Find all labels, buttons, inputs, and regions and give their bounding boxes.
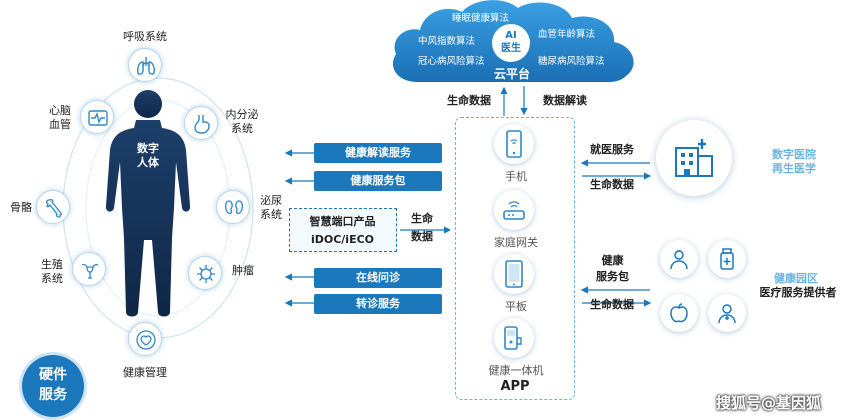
digital-human-label: 数字 人体 (137, 142, 159, 169)
medical-service-label: 就医服务 (590, 143, 634, 156)
human-silhouette-icon (105, 90, 191, 317)
health-kiosk-icon (504, 326, 522, 350)
hardware-service-badge[interactable]: 硬件 服务 (22, 355, 84, 417)
device-tablet[interactable] (494, 254, 534, 294)
organ-label-tumor: 肿瘤 (232, 264, 254, 277)
organ-cardio[interactable] (80, 100, 114, 134)
device-phone-label: 手机 (505, 170, 527, 183)
life-data-label: 生命 数据 (411, 212, 433, 243)
organ-bone[interactable] (36, 190, 70, 224)
referral-service-button[interactable]: 转诊服务 (314, 294, 442, 314)
cloud-up-label: 生命数据 (447, 94, 491, 107)
apple-icon (670, 303, 688, 323)
cloud-platform-label: 云平台 (493, 67, 530, 81)
digital-hospital-circle[interactable] (656, 120, 732, 196)
medicine-bottle-icon (720, 248, 734, 270)
doctor-icon (670, 250, 688, 270)
stomach-icon (194, 115, 210, 134)
heartbeat-icon (88, 110, 108, 126)
kidney-icon (224, 200, 244, 215)
smart-port-sub: iDOC/iECO (310, 233, 375, 246)
virus-icon (197, 265, 215, 283)
algo-diabetes: 糖尿病风险算法 (538, 56, 605, 67)
organ-label-respiratory: 呼吸系统 (123, 30, 167, 43)
organ-health[interactable] (128, 322, 162, 356)
right-life-data-2: 生命数据 (590, 298, 634, 311)
organ-label-bone: 骨骼 (10, 201, 32, 214)
cloud-down-label: 数据解读 (543, 94, 587, 107)
device-kiosk-label: 健康一体机 (488, 364, 544, 377)
right-arrows (580, 159, 652, 307)
algo-sleep: 睡眠健康算法 (452, 13, 510, 24)
algo-stroke: 中风指数算法 (418, 36, 476, 47)
bone-icon (45, 198, 63, 218)
hardware-service-label: 硬件 服务 (39, 367, 67, 403)
provider-pharmacy[interactable] (708, 240, 746, 278)
device-gateway-label: 家庭网关 (494, 236, 538, 249)
caregiver-icon (718, 304, 736, 324)
cloud-arrows (500, 86, 528, 116)
smart-port-title: 智慧端口产品 (309, 215, 376, 228)
online-consultation-button[interactable]: 在线问诊 (314, 268, 442, 288)
organ-label-urinary: 泌尿 系统 (260, 194, 282, 221)
medical-provider-label: 医疗服务提供者 (759, 286, 837, 299)
watermark: 搜狐号@基因狐 (716, 394, 822, 412)
right-life-data-1: 生命数据 (590, 178, 634, 191)
ai-doctor-label: AI 医生 (501, 30, 521, 54)
digital-hospital-label: 数字医院 再生医学 (772, 148, 816, 175)
organ-label-reproductive: 生殖 系统 (41, 258, 63, 285)
app-device-panel: 手机 家庭网关 平板 健康一体机 APP (455, 117, 575, 400)
device-gateway[interactable] (494, 190, 534, 230)
organ-urinary[interactable] (216, 190, 250, 224)
device-tablet-label: 平板 (505, 300, 527, 313)
smart-port-product-box[interactable]: 智慧端口产品 iDOC/iECO (289, 208, 397, 252)
provider-doctor[interactable] (660, 240, 698, 278)
organ-label-cardio: 心脑 血管 (49, 104, 71, 131)
uterus-icon (81, 263, 99, 279)
organ-label-health: 健康管理 (123, 366, 167, 379)
device-phone[interactable] (494, 124, 534, 164)
organ-tumor[interactable] (188, 256, 222, 290)
device-kiosk[interactable] (494, 318, 534, 358)
provider-caregiver[interactable] (708, 294, 746, 332)
health-interpretation-service-button[interactable]: 健康解读服务 (314, 143, 442, 163)
heart-shield-icon (136, 330, 156, 350)
ai-doctor-circle[interactable]: AI 医生 (492, 24, 530, 62)
organ-respiratory[interactable] (128, 48, 162, 82)
phone-icon (506, 130, 522, 158)
lungs-icon (137, 57, 155, 75)
right-health-pack-label: 健康 服务包 (596, 254, 629, 283)
organ-reproductive[interactable] (72, 252, 106, 286)
health-service-pack-button[interactable]: 健康服务包 (314, 171, 442, 191)
organ-label-endocrine: 内分泌 系统 (225, 108, 259, 135)
health-park-label: 健康园区 (774, 272, 818, 285)
provider-nutrition[interactable] (660, 294, 698, 332)
router-icon (503, 201, 525, 220)
hospital-icon (675, 139, 713, 177)
tablet-icon (505, 260, 523, 288)
organ-endocrine[interactable] (184, 106, 218, 140)
app-title: APP (500, 379, 530, 394)
algo-coronary: 冠心病风险算法 (418, 56, 485, 67)
algo-vascular-age: 血管年龄算法 (538, 29, 596, 40)
